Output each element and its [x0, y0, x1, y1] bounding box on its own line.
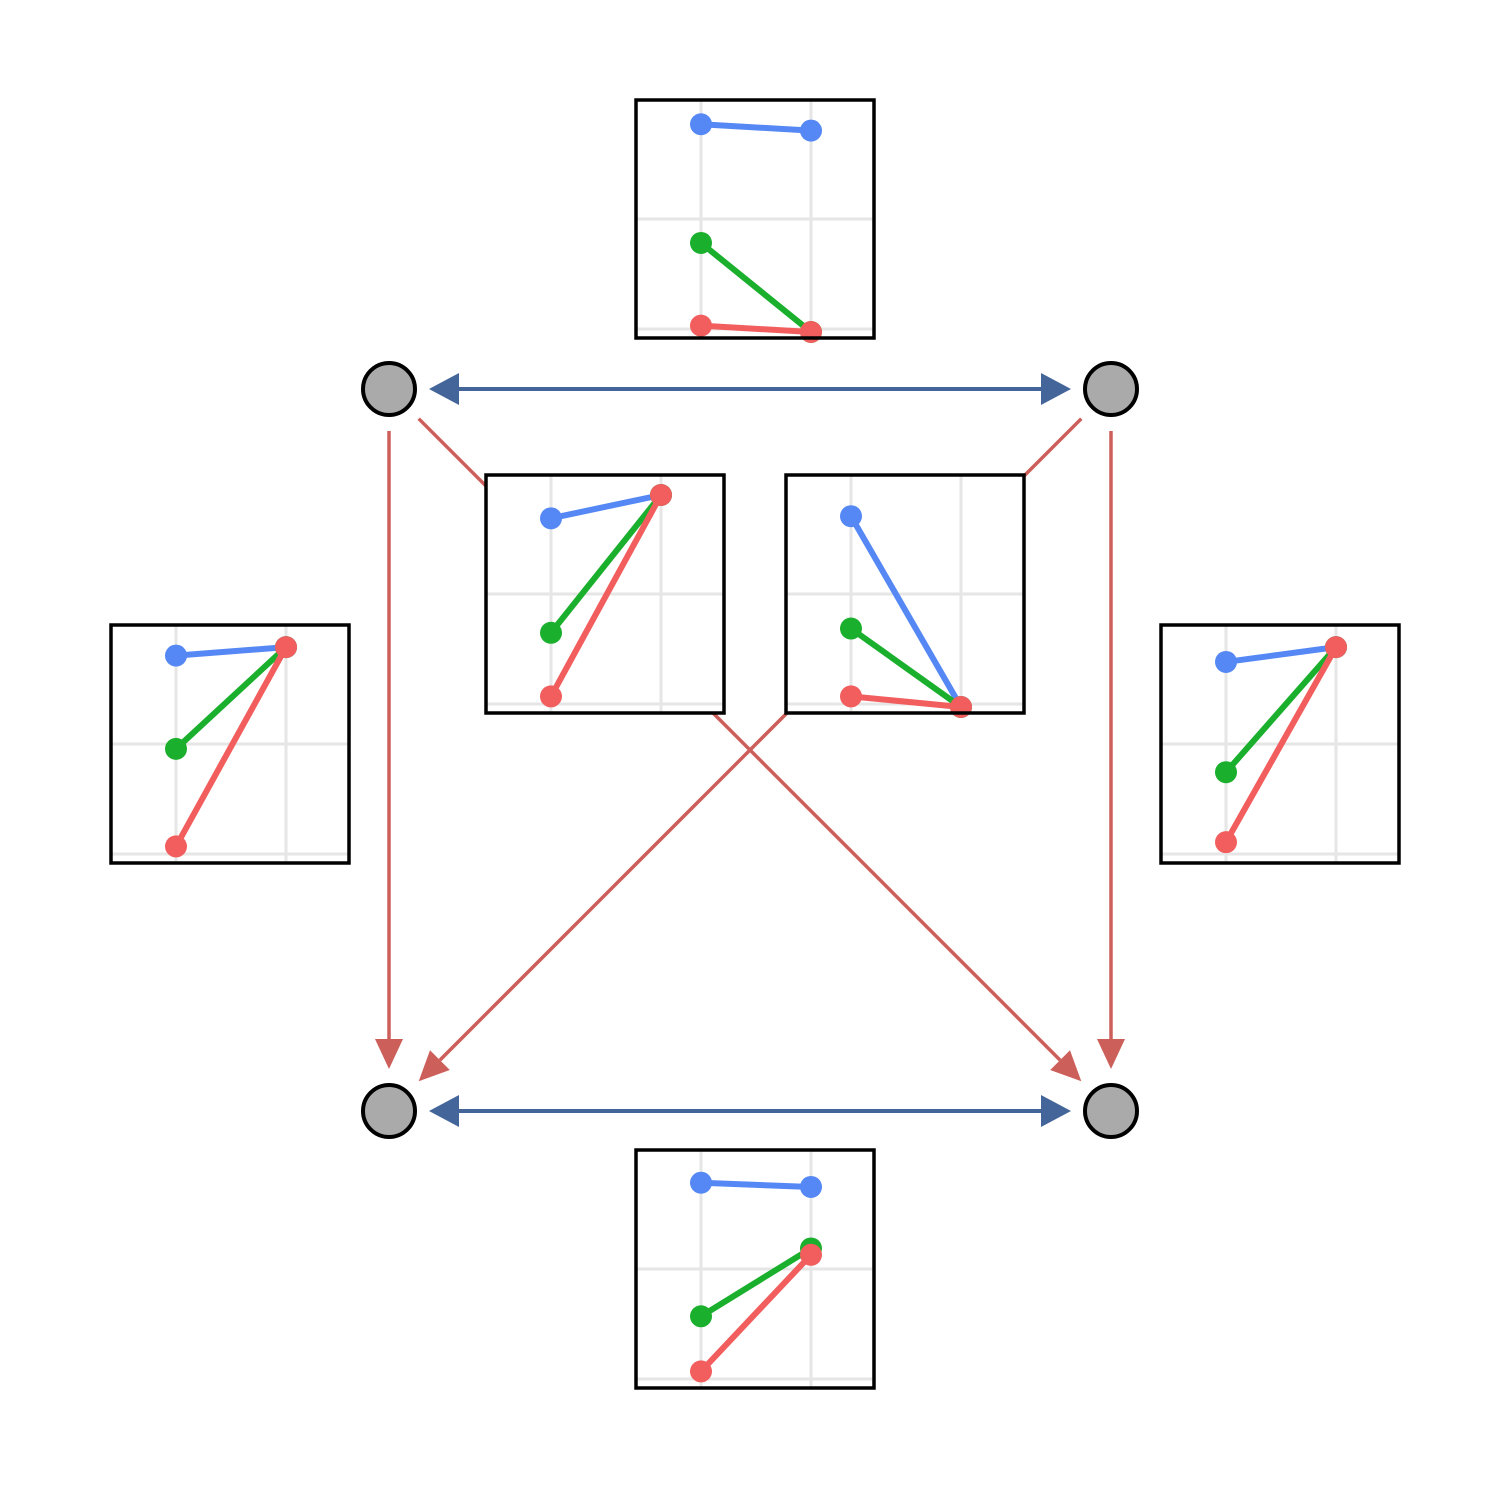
arrowhead: [429, 373, 459, 405]
data-point: [690, 314, 712, 337]
series-line: [1223, 645, 1339, 775]
left-panel: [109, 623, 351, 865]
series-line: [1223, 645, 1339, 844]
series-line: [698, 1252, 814, 1374]
node-bottom-right: [1083, 1083, 1139, 1139]
edge-top-left-to-top-right: [429, 373, 1071, 405]
arrowhead: [1041, 373, 1071, 405]
series-green: [690, 1237, 822, 1328]
top-edge-panel: [634, 98, 876, 343]
series-line: [173, 645, 289, 848]
series-line: [548, 493, 664, 635]
arrowhead: [429, 1095, 459, 1127]
data-point: [840, 505, 862, 528]
data-point: [650, 484, 672, 506]
series-red: [690, 1243, 822, 1383]
panel-border: [784, 473, 1026, 715]
node-top-right: [1083, 361, 1139, 417]
data-point: [1325, 636, 1347, 659]
node-top-left: [361, 361, 417, 417]
node-bottom-left: [361, 1083, 417, 1139]
panel-border: [484, 473, 726, 715]
data-point: [165, 644, 187, 667]
data-point: [690, 231, 712, 254]
panel-border: [634, 1148, 876, 1390]
bottom-edge-panel: [634, 1148, 876, 1390]
data-point: [690, 1171, 712, 1194]
series-line: [699, 240, 813, 335]
center-left-panel: [484, 473, 726, 715]
data-point: [840, 685, 862, 708]
series-line: [850, 693, 962, 710]
arrowhead: [375, 1039, 403, 1069]
series-line: [700, 121, 812, 134]
data-point: [690, 1360, 712, 1383]
arrowhead: [418, 1050, 450, 1082]
series-red: [540, 484, 672, 708]
series-line: [548, 493, 664, 698]
data-point: [800, 1243, 822, 1266]
data-point: [1215, 831, 1237, 854]
series-red: [165, 636, 297, 858]
series-blue: [690, 113, 822, 142]
data-point: [690, 113, 712, 136]
data-point: [540, 507, 562, 530]
right-panel: [1159, 623, 1401, 865]
edge-top-right-to-bottom-right: [1097, 431, 1125, 1069]
series-line: [699, 1245, 813, 1319]
center-right-panel: [784, 473, 1026, 718]
series-line: [550, 492, 662, 522]
series-red: [690, 314, 822, 343]
data-point: [800, 1175, 822, 1198]
data-point: [165, 835, 187, 858]
series-line: [700, 322, 812, 335]
arrowhead: [1097, 1039, 1125, 1069]
series-line: [700, 1179, 812, 1190]
data-point: [540, 685, 562, 708]
data-point: [165, 737, 187, 760]
series-line: [1225, 644, 1337, 665]
panel-border: [1159, 623, 1401, 865]
series-line: [848, 514, 964, 709]
data-point: [540, 621, 562, 644]
series-blue: [690, 1171, 822, 1198]
data-point: [690, 1305, 712, 1328]
edge-bottom-left-to-bottom-right: [429, 1095, 1071, 1127]
data-point: [800, 119, 822, 142]
series-line: [173, 644, 289, 752]
arrowhead: [1050, 1050, 1082, 1082]
data-point: [1215, 650, 1237, 673]
series-line: [849, 626, 963, 710]
edge-top-left-to-bottom-left: [375, 431, 403, 1069]
arrowhead: [1041, 1095, 1071, 1127]
data-point: [1215, 761, 1237, 784]
panel-border: [109, 623, 351, 865]
series-line: [175, 644, 287, 659]
panel-border: [634, 98, 876, 340]
data-point: [840, 617, 862, 640]
data-point: [275, 636, 297, 659]
series-red: [1215, 636, 1347, 854]
